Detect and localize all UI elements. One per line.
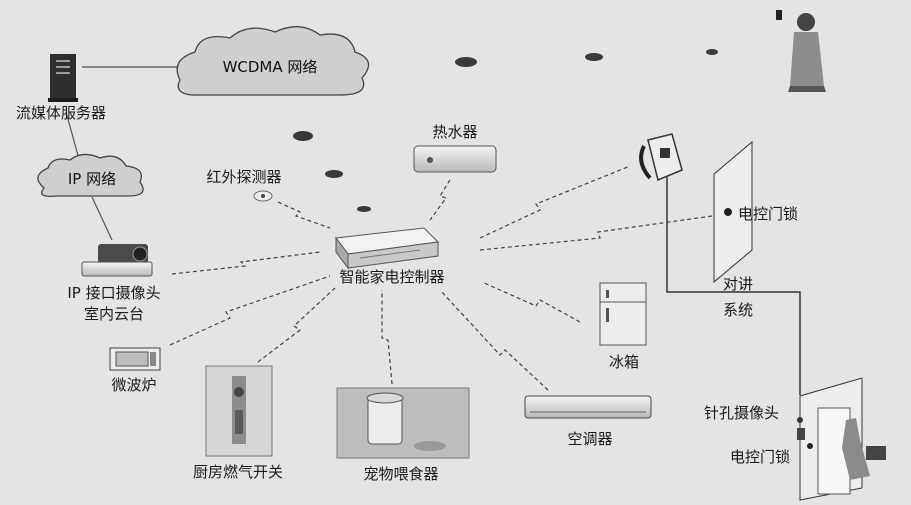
wcdma-label: WCDMA 网络 (223, 58, 318, 76)
intercom-label-line1: 对讲 (722, 275, 754, 293)
entrance-door (797, 377, 886, 501)
ceiling-light (706, 49, 718, 55)
door-lock-icon (807, 443, 813, 449)
camera-label-line2: 室内云台 (83, 305, 145, 323)
door-panel (713, 140, 753, 284)
microwave-label: 微波炉 (111, 376, 157, 394)
ceiling-light (293, 131, 313, 141)
wcdma-cloud: WCDMA 网络 (176, 26, 370, 96)
water-heater-label: 热水器 (432, 123, 478, 141)
wireless-link-feeder (381, 290, 393, 385)
ir-detector-label: 红外探测器 (206, 168, 282, 186)
controller-icon (335, 227, 440, 270)
ceiling-light (357, 206, 371, 212)
ceiling-light (585, 53, 603, 61)
wireless-link-fridge (481, 281, 581, 323)
ip-camera-icon (81, 244, 153, 277)
wireless-link-heater (429, 179, 451, 221)
pet-feeder-icon (336, 387, 470, 459)
wireless-link-camera (171, 251, 321, 275)
wireless-link-doorlock (479, 215, 713, 251)
camera-label-line1: IP 接口摄像头 (67, 284, 161, 302)
ip-camera-link (91, 196, 113, 241)
ceiling-light (455, 57, 477, 67)
ir-detector-icon (253, 190, 273, 202)
gas-switch-label: 厨房燃气开关 (192, 463, 284, 481)
microwave-icon (109, 347, 161, 371)
air-conditioner-label: 空调器 (567, 430, 613, 448)
pet-feeder-label: 宠物喂食器 (363, 465, 439, 483)
person-figure (776, 10, 826, 92)
wireless-links (169, 165, 713, 391)
media-server-icon (48, 54, 78, 102)
gas-switch-icon (205, 365, 273, 457)
door-lock-lower-label: 电控门锁 (730, 448, 791, 466)
ip-label: IP 网络 (68, 170, 116, 188)
fridge-label: 冰箱 (608, 353, 640, 371)
wireless-link-microwave (169, 275, 331, 346)
door-lock-upper-label: 电控门锁 (738, 205, 799, 223)
wireless-link-ac (439, 289, 549, 391)
wireless-link-gas (257, 287, 336, 363)
ceiling-light (325, 170, 343, 178)
network-links (65, 66, 178, 241)
air-conditioner-icon (524, 395, 652, 419)
ip-cloud: IP 网络 (37, 153, 144, 197)
pinhole-camera-label: 针孔摄像头 (704, 404, 780, 422)
ceiling-lights (293, 49, 718, 212)
controller-label: 智能家电控制器 (339, 268, 445, 286)
pinhole-camera-icon (797, 417, 803, 423)
water-heater-icon (413, 145, 497, 173)
wireless-link-ir (277, 201, 331, 229)
intercom-label-line2: 系统 (722, 301, 754, 319)
intercom-phone-icon (639, 133, 683, 182)
fridge-icon (599, 282, 647, 346)
wireless-link-phone (479, 165, 631, 239)
media-server-label: 流媒体服务器 (16, 104, 107, 122)
visitor-figure (842, 418, 870, 480)
lock-icon (724, 208, 732, 216)
intercom-wire (666, 172, 801, 395)
